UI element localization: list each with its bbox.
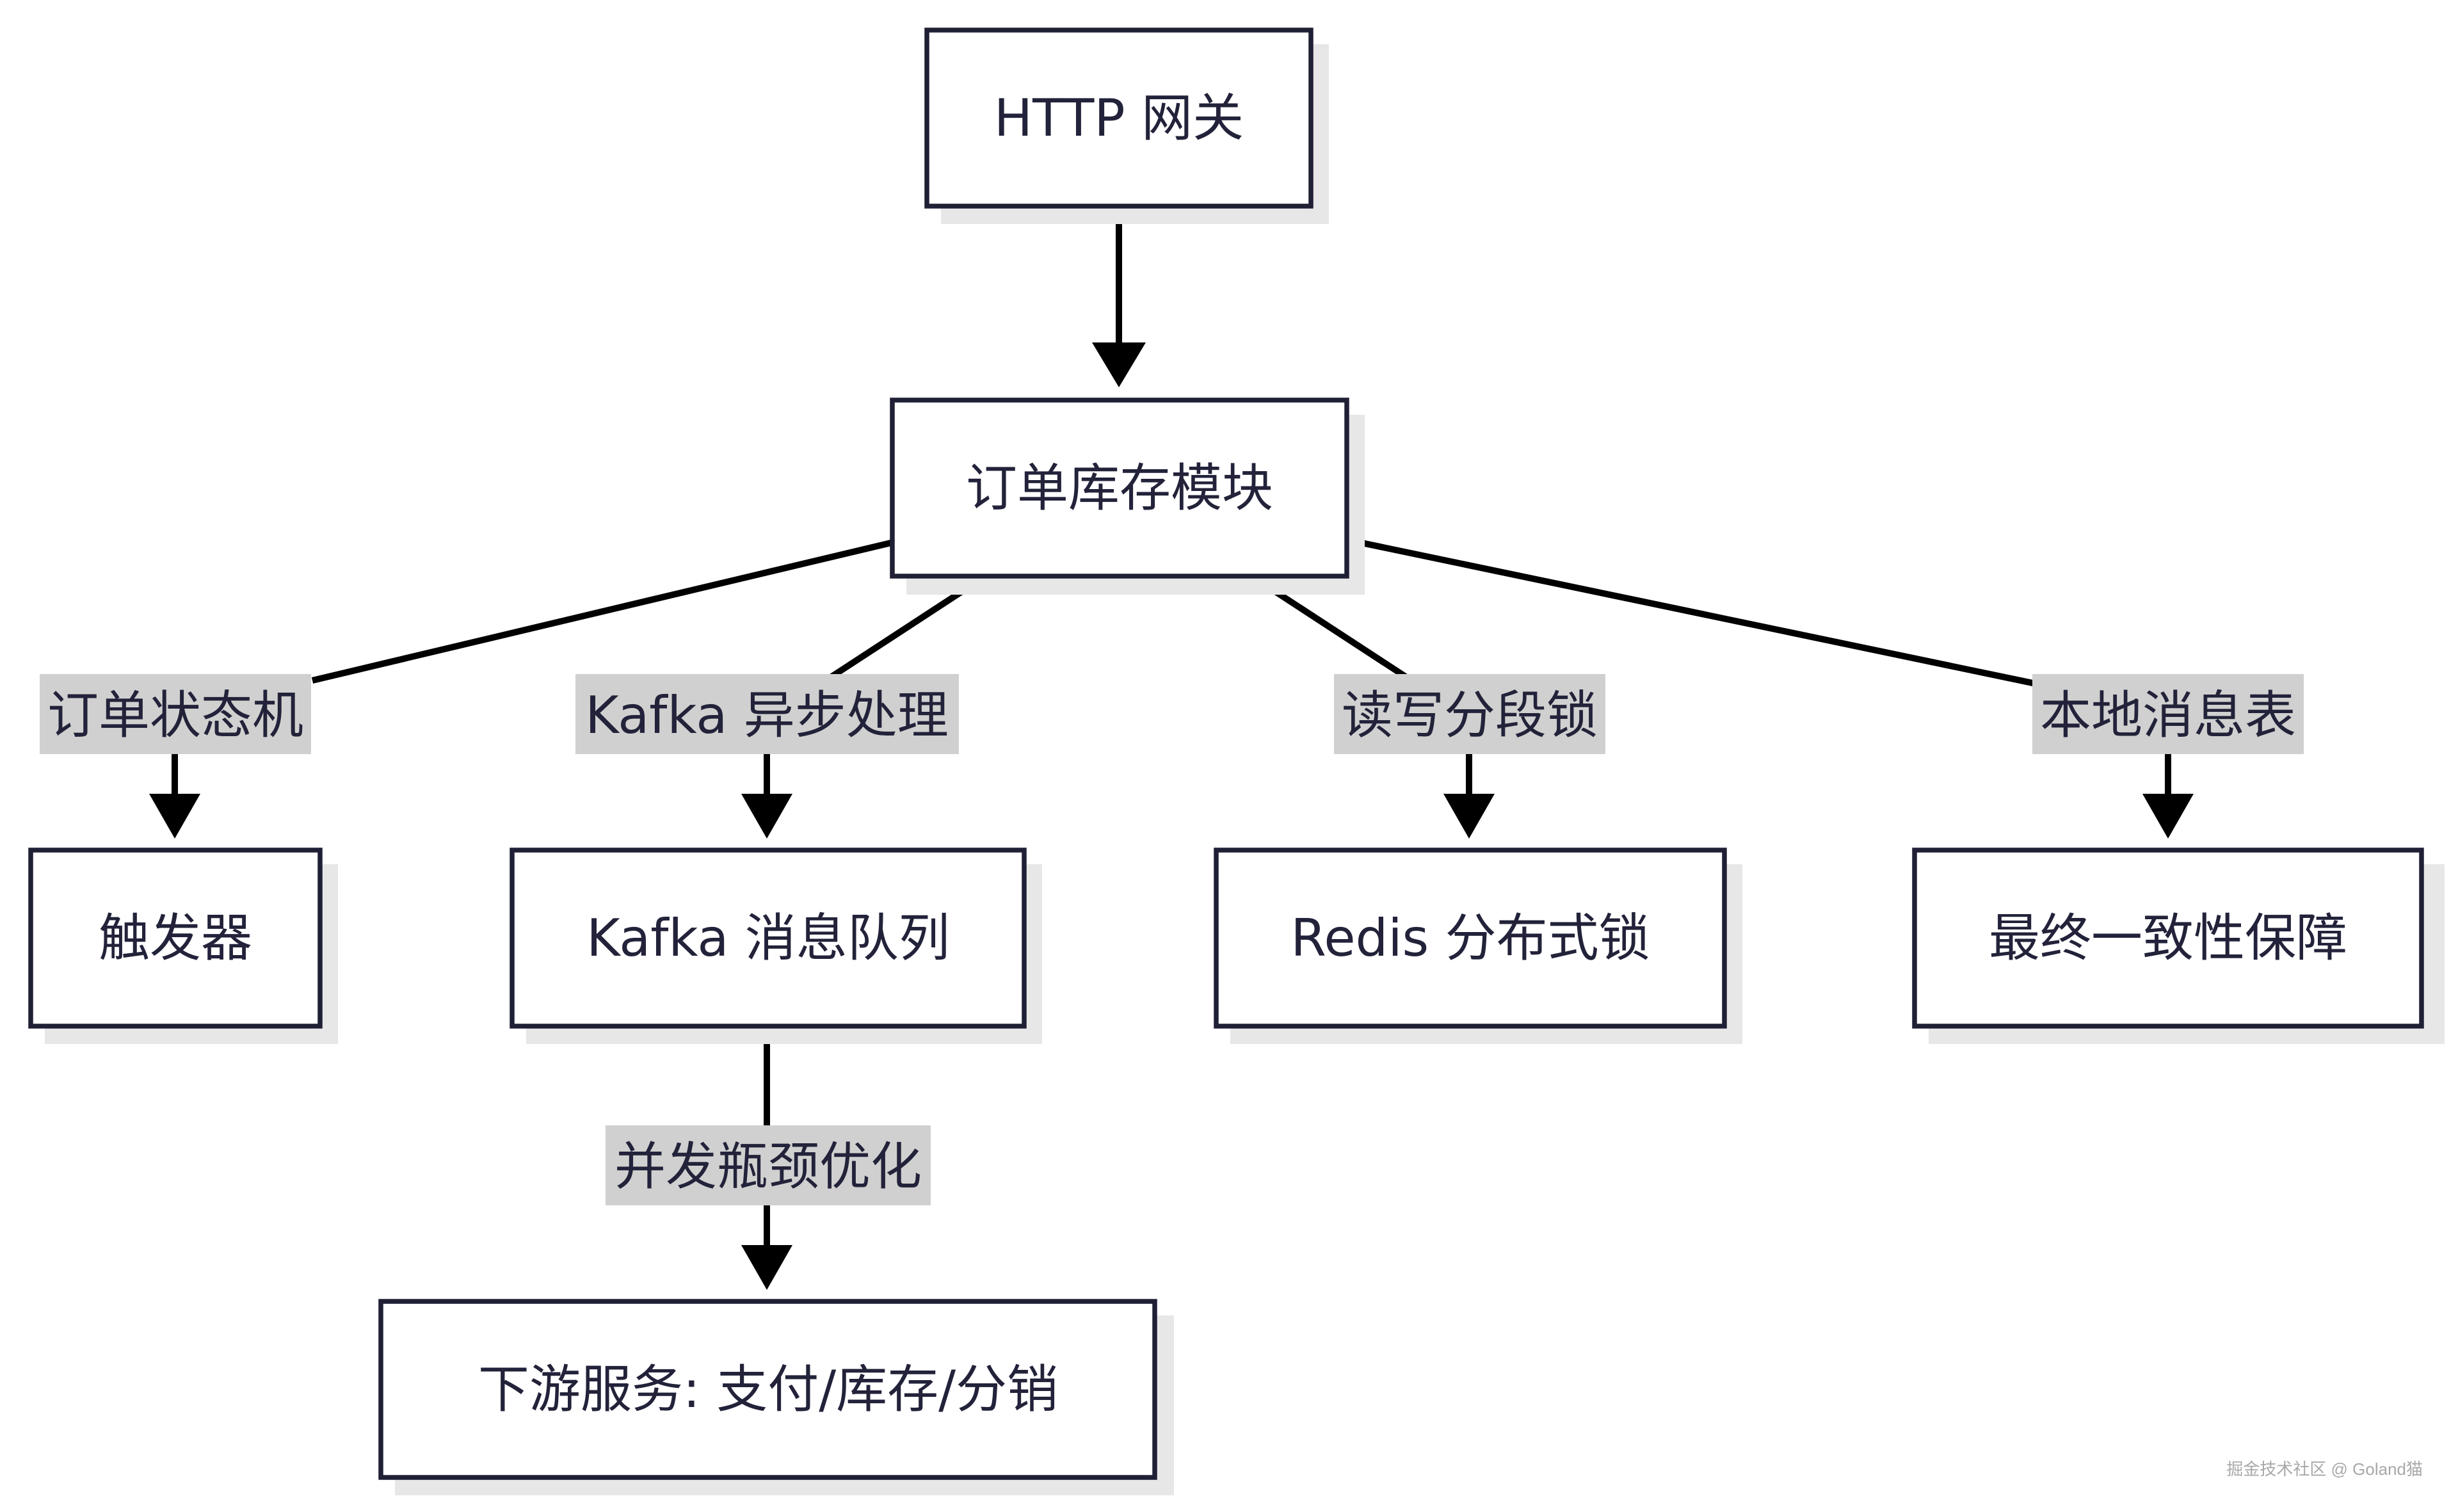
arrowhead-icon (1443, 794, 1495, 839)
node-label: Kafka 消息队列 (586, 908, 950, 968)
edge-label-state-machine: 订单状态机 (40, 674, 311, 754)
edge-labels: 订单状态机 Kafka 异步处理 读写分段锁 本地消息表 并发瓶颈优化 (40, 674, 2304, 1205)
node-downstream-services: 下游服务: 支付/库存/分销 (378, 1299, 1174, 1495)
edge-label-text: 订单状态机 (47, 686, 303, 745)
watermark: 掘金技术社区 @ Goland猫 (2226, 1460, 2423, 1479)
edge-label-kafka-async: Kafka 异步处理 (575, 674, 959, 754)
node-trigger: 触发器 (28, 848, 338, 1044)
edge-module-to-redis (1253, 575, 1413, 684)
node-eventual-consistency: 最终一致性保障 (1912, 848, 2445, 1044)
node-label: 触发器 (99, 908, 252, 968)
edge-label-concurrency-opt: 并发瓶颈优化 (606, 1125, 931, 1205)
node-label: Redis 分布式锁 (1290, 908, 1650, 968)
node-http-gateway: HTTP 网关 (924, 28, 1329, 224)
node-label: 订单库存模块 (966, 458, 1273, 518)
edge-label-text: Kafka 异步处理 (585, 686, 949, 745)
node-order-inventory-module: 订单库存模块 (890, 398, 1365, 595)
node-label: 最终一致性保障 (1989, 908, 2347, 968)
node-label: 下游服务: 支付/库存/分销 (478, 1360, 1058, 1419)
arrowhead-icon (741, 794, 792, 839)
edge-label-text: 读写分段锁 (1342, 686, 1598, 745)
edge-label-text: 并发瓶颈优化 (614, 1137, 922, 1196)
node-redis-lock: Redis 分布式锁 (1214, 848, 1742, 1044)
edge-label-local-message-table: 本地消息表 (2032, 674, 2304, 754)
edge-label-text: 本地消息表 (2040, 686, 2296, 745)
edge-module-to-trigger (311, 540, 892, 684)
edge-label-rw-segment-lock: 读写分段锁 (1334, 674, 1605, 754)
edges (149, 208, 2194, 1290)
arrowhead-icon (2142, 794, 2194, 839)
arrowhead-icon (149, 794, 200, 839)
nodes: HTTP 网关 订单库存模块 触发器 Kafka 消息队列 Redis 分布式锁… (28, 28, 2445, 1495)
edge-module-to-kafka (824, 575, 984, 684)
arrowhead-icon (741, 1245, 792, 1290)
node-label: HTTP 网关 (994, 88, 1244, 148)
arrowhead-icon (1092, 342, 1146, 387)
edge-module-to-consistency (1345, 536, 2037, 687)
node-kafka-queue: Kafka 消息队列 (510, 848, 1042, 1044)
